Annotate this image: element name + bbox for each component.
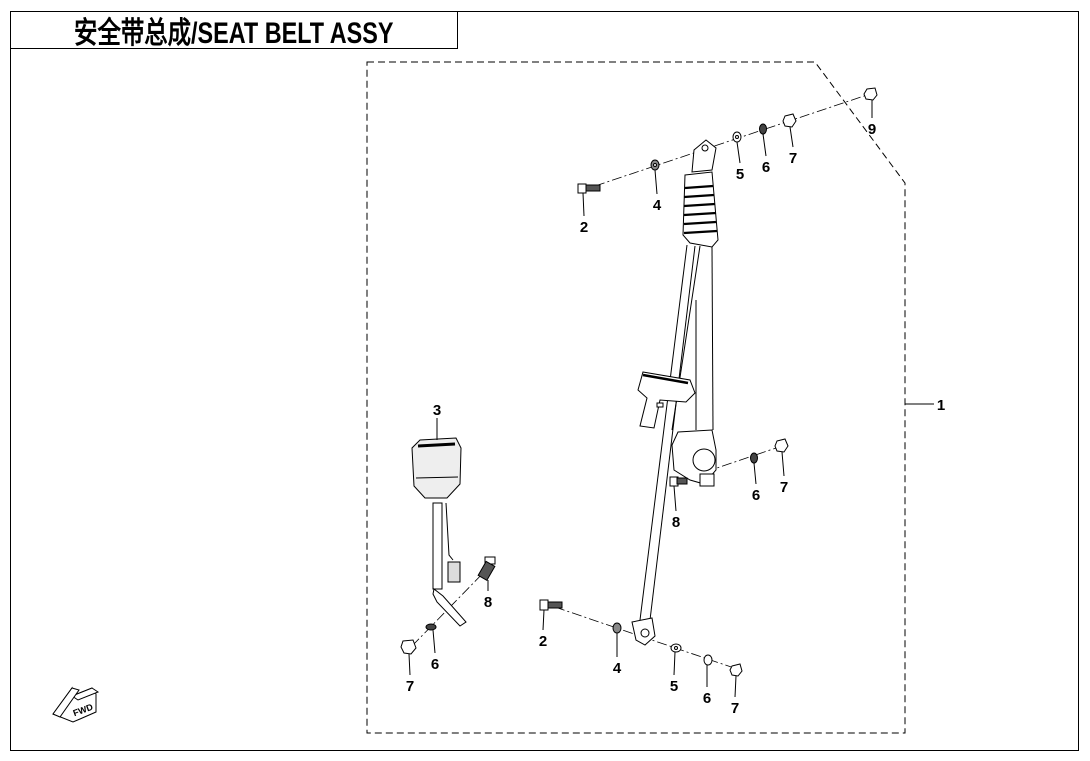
callout-7: 7 [789, 150, 797, 167]
seat-belt-retractor-assembly [631, 139, 719, 646]
washer-icon [759, 123, 767, 135]
title-box: 安全带总成/SEAT BELT ASSY [10, 11, 458, 50]
callout-4: 4 [653, 197, 662, 214]
washer-icon [670, 643, 682, 653]
callout-8: 8 [672, 514, 680, 531]
nut-icon [863, 87, 878, 101]
callout-6: 6 [762, 159, 770, 176]
fasteners [400, 87, 878, 677]
bolt-icon [539, 599, 563, 611]
nut-icon [400, 639, 417, 655]
drawing-frame [10, 11, 1079, 751]
nut-icon [729, 663, 743, 677]
bolt-icon [477, 556, 496, 581]
bolt-icon [669, 476, 688, 487]
forward-arrow-icon: FWD [52, 686, 100, 723]
leader-lines [408, 100, 934, 698]
seat-belt-buckle [411, 437, 467, 627]
callout-7: 7 [406, 678, 414, 695]
callout-1: 1 [937, 397, 945, 414]
callout-5: 5 [670, 678, 678, 695]
washer-icon [703, 654, 713, 666]
callout-4: 4 [613, 660, 622, 677]
callout-labels: 9 7 6 5 4 2 1 3 7 6 8 8 2 4 5 6 7 6 7 [406, 121, 945, 717]
callout-9: 9 [868, 121, 876, 138]
callout-6: 6 [703, 690, 711, 707]
callout-6: 6 [431, 656, 439, 673]
washer-icon [425, 623, 437, 631]
washer-icon [750, 452, 758, 464]
callout-7: 7 [731, 700, 739, 717]
washer-icon [650, 159, 660, 171]
nut-icon [782, 113, 797, 128]
callout-8: 8 [484, 594, 492, 611]
washer-icon [732, 131, 742, 143]
callout-2: 2 [539, 633, 547, 650]
bolt-icon [577, 183, 601, 194]
nut-icon [774, 438, 789, 453]
callout-5: 5 [736, 166, 744, 183]
washer-icon [612, 622, 622, 634]
callout-3: 3 [433, 402, 441, 419]
callout-6: 6 [752, 487, 760, 504]
diagram-title: 安全带总成/SEAT BELT ASSY [74, 17, 394, 50]
callout-2: 2 [580, 219, 588, 236]
assembly-boundary [366, 61, 906, 734]
callout-7: 7 [780, 479, 788, 496]
